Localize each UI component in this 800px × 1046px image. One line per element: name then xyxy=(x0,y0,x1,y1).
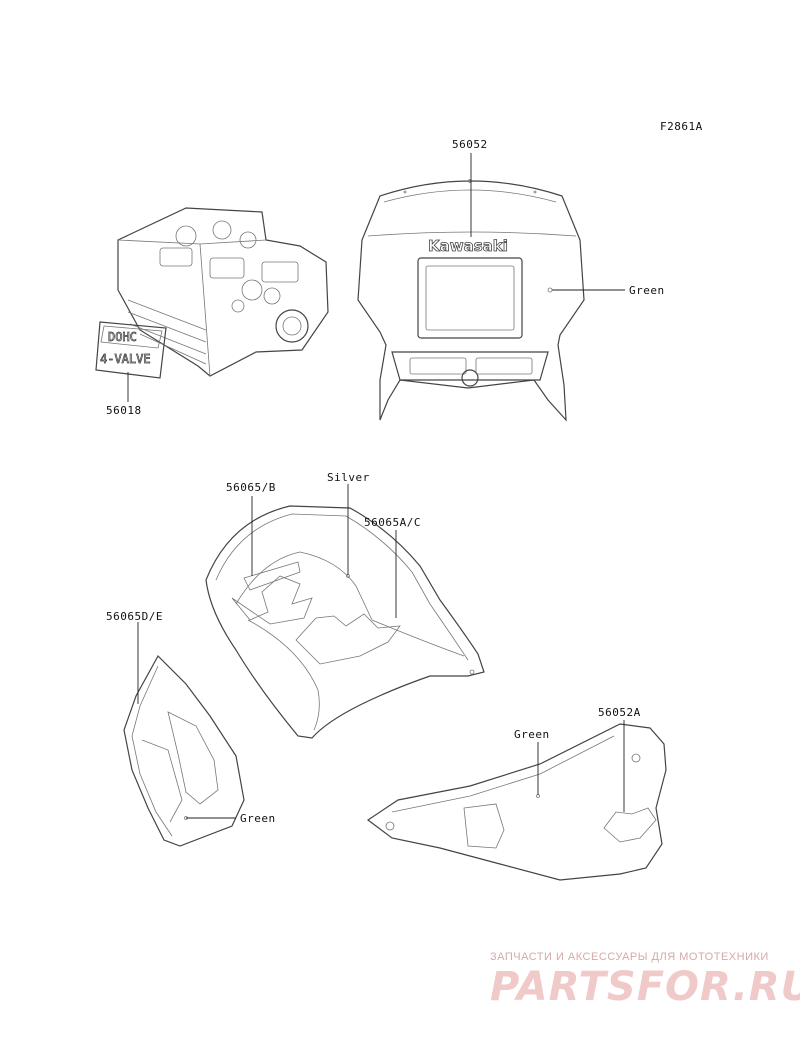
figure-code: F2861A xyxy=(660,120,703,133)
headlight-cowl: Kawasaki xyxy=(357,179,585,422)
label-left-cover-color: Green xyxy=(240,812,276,825)
label-56065-b: 56065/B xyxy=(226,481,276,494)
fuel-tank xyxy=(205,505,485,739)
label-right-cover-color: Green xyxy=(514,728,550,741)
label-silver: Silver xyxy=(327,471,370,484)
watermark-brand: PARTSFOR.RU xyxy=(490,964,800,1010)
side-cover-right xyxy=(366,723,667,881)
cylinder-head xyxy=(117,207,329,377)
decal-dohc: DOHC xyxy=(108,330,137,344)
label-56065a-c: 56065A/C xyxy=(364,516,421,529)
label-cowl-color: Green xyxy=(629,284,665,297)
label-56065d-e: 56065D/E xyxy=(106,610,163,623)
label-56018: 56018 xyxy=(106,404,142,417)
label-56052a: 56052A xyxy=(598,706,641,719)
dohc-decal: DOHC 4-VALVE xyxy=(95,321,167,379)
side-cover-left xyxy=(123,655,245,847)
decal-4-valve: 4-VALVE xyxy=(100,352,151,366)
cowl-decal-text: Kawasaki xyxy=(428,237,508,255)
watermark-tagline: ЗАПЧАСТИ И АКСЕССУАРЫ ДЛЯ МОТОТЕХНИКИ xyxy=(490,951,769,963)
label-56052: 56052 xyxy=(452,138,488,151)
